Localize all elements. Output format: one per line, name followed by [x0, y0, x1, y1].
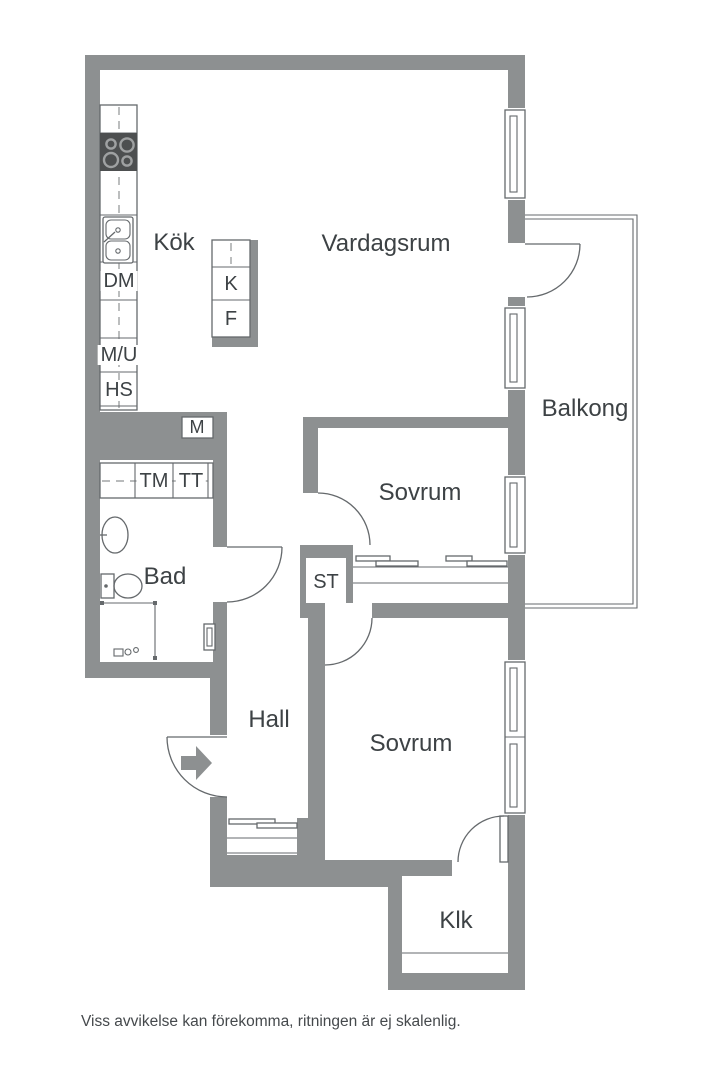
stove-icon	[100, 133, 137, 171]
kitchen-island	[211, 239, 251, 338]
fixture-label-hs: HS	[102, 380, 136, 400]
room-label-sovrum-2: Sovrum	[369, 730, 453, 757]
living-room-window	[503, 108, 526, 200]
fixture-label-dm: DM	[100, 271, 138, 291]
bedroom1-door	[317, 492, 371, 546]
balcony-window-upper	[503, 306, 526, 390]
room-label-klk: Klk	[439, 907, 473, 934]
room-label-hall: Hall	[248, 706, 290, 733]
entrance-arrow-icon	[181, 746, 212, 780]
bedroom1-window	[503, 475, 526, 555]
radiator-icon	[203, 623, 216, 651]
room-label-sovrum-1: Sovrum	[378, 479, 462, 506]
room-label-bad: Bad	[143, 563, 187, 590]
fixture-label-tt: TT	[175, 471, 207, 491]
room-label-vardagsrum: Vardagsrum	[321, 230, 451, 257]
fixture-label-mu: M/U	[97, 345, 141, 365]
room-label-balkong: Balkong	[541, 395, 629, 422]
bedroom2-door	[324, 617, 373, 666]
fixture-label-tm: TM	[136, 471, 172, 491]
shower-area	[100, 601, 157, 660]
disclaimer-text: Viss avvikelse kan förekomma, ritningen …	[81, 1013, 461, 1030]
bedroom1-wardrobe	[353, 555, 508, 584]
fixture-label-k: K	[224, 273, 238, 295]
bathroom-door	[226, 546, 283, 603]
room-label-kok: Kök	[153, 229, 195, 256]
kitchen-sink-icon	[102, 216, 134, 264]
interior-walls	[100, 240, 508, 855]
hall-closet	[227, 818, 298, 854]
klk-door	[457, 815, 509, 863]
balcony-outline	[525, 214, 638, 609]
toilet-icon	[100, 573, 143, 599]
fixture-label-m: M	[189, 417, 205, 437]
fixture-label-st: ST	[313, 571, 339, 593]
entrance-door	[166, 736, 228, 798]
bathroom-sink-icon	[100, 516, 129, 554]
m-cabinet	[181, 416, 214, 439]
floor-drain-icon	[113, 647, 139, 657]
bedroom2-window	[503, 660, 526, 815]
balcony-door	[525, 243, 581, 298]
st-closet-interior	[306, 558, 346, 603]
fixture-label-f: F	[224, 308, 238, 330]
